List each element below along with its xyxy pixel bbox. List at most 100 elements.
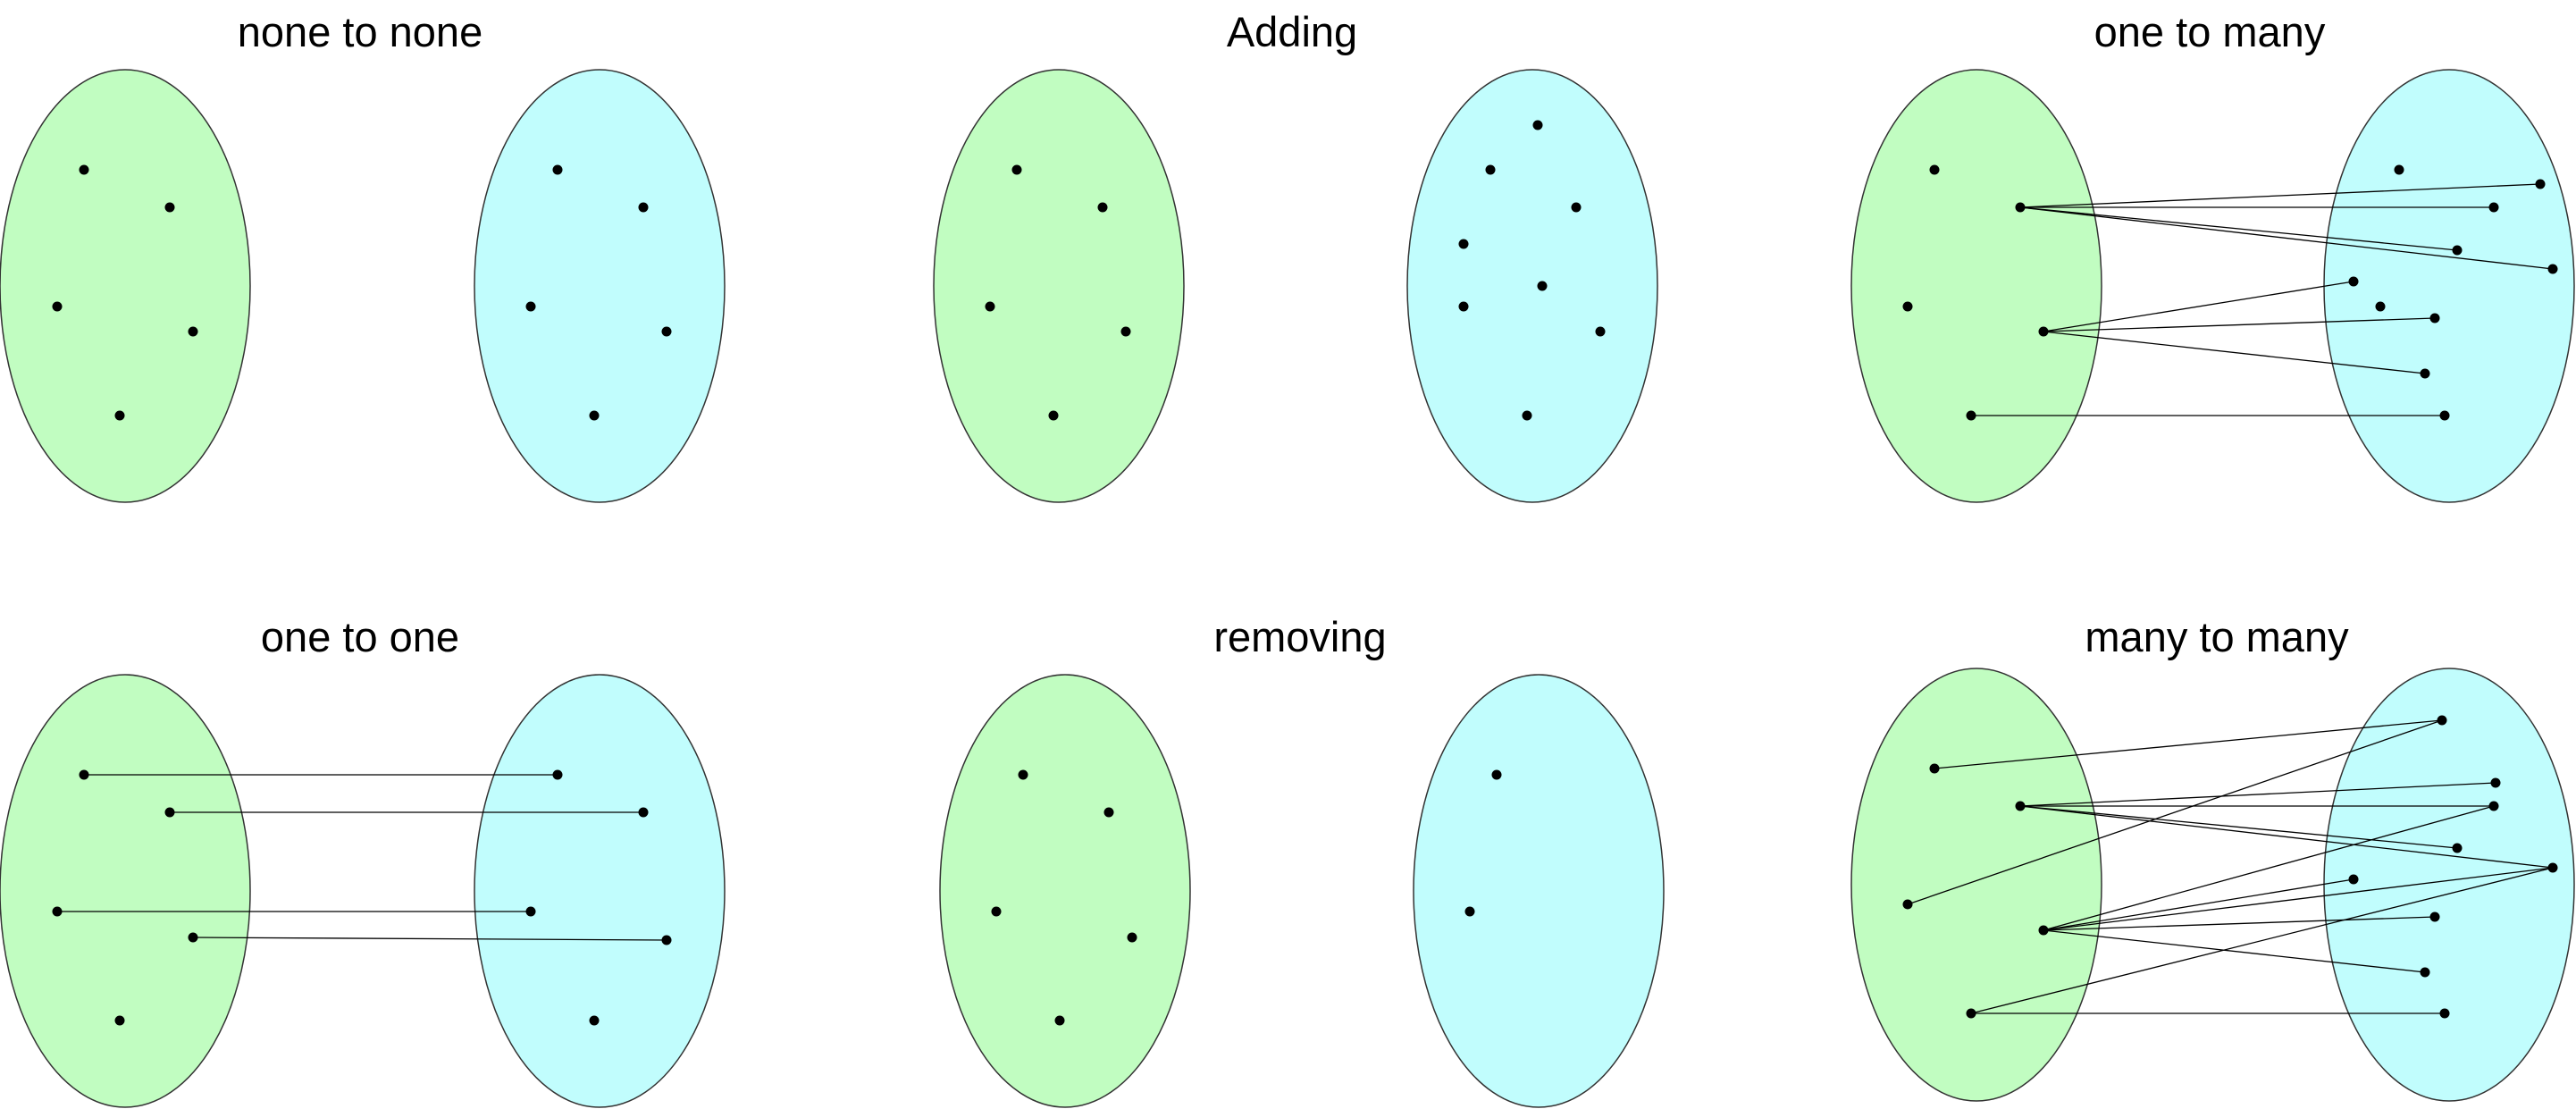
domain-point [1966,1008,1976,1019]
codomain-point [2547,862,2558,873]
codomain-point [2452,843,2463,853]
codomain-point [1464,906,1475,917]
codomain-point [1458,239,1469,249]
domain-point [52,301,63,312]
mapping-line [2019,206,2554,270]
domain-point [52,906,63,917]
domain-point [188,326,198,337]
domain-point [114,1015,125,1026]
codomain-point [1458,301,1469,312]
codomain-point [552,164,563,175]
domain-set [1850,668,2102,1102]
points [52,769,672,1026]
codomain-point [1532,120,1543,130]
panel-title: removing [1213,613,1386,660]
codomain-point [2420,368,2430,379]
codomain-point [1537,281,1548,291]
mapping-lines [57,774,667,941]
domain-point [1054,1015,1065,1026]
domain-point [114,410,125,421]
codomain-set [2323,668,2575,1102]
domain-set [939,674,1191,1108]
codomain-point [589,410,600,421]
mapping-line [1934,719,2443,769]
codomain-set [2323,69,2575,503]
domain-point [1103,807,1114,818]
codomain-point [2429,313,2440,323]
codomain-point [1491,769,1502,780]
domain-point [1048,410,1059,421]
codomain-point [661,935,672,945]
domain-point [2038,326,2049,337]
domain-point [1120,326,1131,337]
codomain-point [2488,202,2499,213]
domain-point [1929,763,1940,774]
codomain-set [474,69,726,503]
domain-point [1966,410,1976,421]
codomain-point [2348,874,2359,885]
mapping-lines [1907,719,2554,1014]
mapping-line [192,937,667,941]
codomain-point [638,202,649,213]
mapping-line [2019,206,2458,251]
codomain-point [2375,301,2386,312]
codomain-point [1522,410,1532,421]
panel-many-to-many: many to many [1850,613,2575,1102]
mapping-line [2043,916,2436,931]
mapping-line [2019,782,2496,807]
points [52,164,672,421]
domain-point [1011,164,1022,175]
mapping-line [2019,183,2541,208]
domain-set [0,674,251,1108]
codomain-point [2547,264,2558,274]
domain-set [0,69,251,503]
mapping-line [2043,281,2354,332]
panel-one-to-one: one to one [0,613,726,1108]
domain-point [985,301,995,312]
domain-set [933,69,1185,503]
domain-point [1902,301,1913,312]
points [1902,715,2558,1019]
mapping-line [2043,805,2495,931]
domain-point [1929,164,1940,175]
domain-point [991,906,1002,917]
codomain-point [661,326,672,337]
codomain-point [2394,164,2404,175]
codomain-point [589,1015,600,1026]
domain-point [164,202,175,213]
mapping-line [2043,867,2554,931]
codomain-set [1406,69,1658,503]
mapping-line [2019,805,2458,849]
mapping-lines [1971,183,2554,416]
codomain-point [2452,245,2463,256]
mapping-line [2043,878,2354,931]
mapping-line [2043,331,2426,374]
domain-point [164,807,175,818]
codomain-point [1485,164,1496,175]
codomain-point [2439,410,2450,421]
codomain-set [474,674,726,1108]
mapping-line [2043,317,2436,332]
panel-title: none to none [238,8,482,55]
domain-point [1018,769,1028,780]
panel-removing: removing [939,613,1665,1108]
codomain-point [2437,715,2447,726]
panel-title: many to many [2085,613,2349,660]
codomain-point [638,807,649,818]
codomain-point [2490,777,2501,788]
codomain-point [2429,912,2440,922]
codomain-set [1413,674,1665,1108]
codomain-point [525,301,536,312]
domain-point [1127,932,1137,943]
domain-point [188,932,198,943]
domain-point [1097,202,1108,213]
mapping-line [1970,867,2554,1014]
mapping-line [2043,929,2426,973]
mapping-line [1907,719,2443,905]
codomain-point [2348,276,2359,287]
panel-title: one to many [2094,8,2326,55]
panel-adding: Adding [933,8,1658,503]
panel-one-to-many: one to many [1850,8,2575,503]
domain-point [1902,899,1913,910]
